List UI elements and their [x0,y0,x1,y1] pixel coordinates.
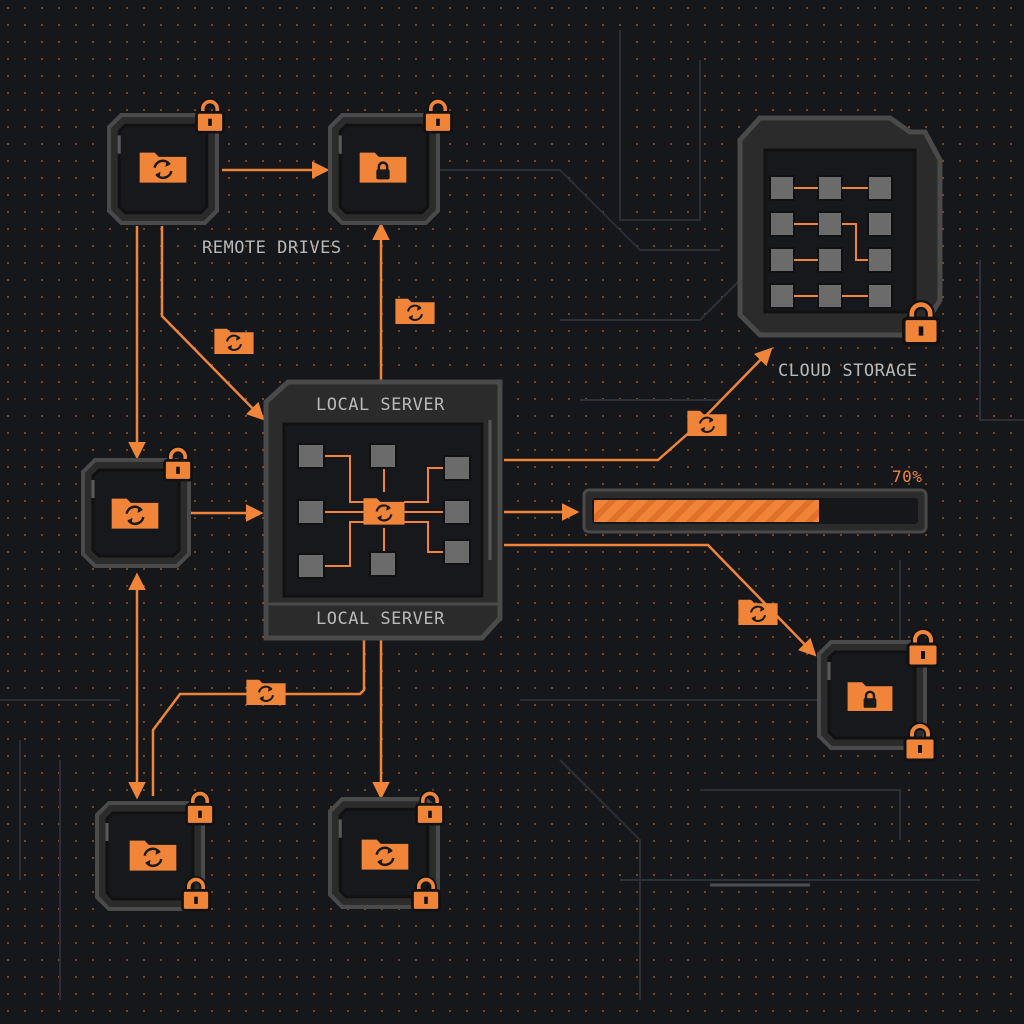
connector-server-to-cloud [504,347,773,462]
server-grid-icon [297,443,471,579]
remote-drive-node-1[interactable] [109,102,223,223]
progress-percent: 70% [892,467,923,486]
folder-lock-icon [846,680,894,713]
cloud-storage-label: CLOUD STORAGE [778,361,918,381]
folder-sync-icon [360,838,410,872]
progress-fill [594,500,819,522]
remote-drive-node-2[interactable] [330,102,451,223]
folder-sync-icon [737,598,779,627]
folder-lock-icon [358,151,408,185]
folder-sync-icon [128,839,178,873]
folder-sync-icon [394,297,436,326]
sync-progress-bar [582,488,928,534]
remote-drives-label: REMOTE DRIVES [202,238,342,258]
connector-remote1-to-server [160,226,265,421]
server-folder-icon [362,497,406,526]
folder-sync-icon [686,409,728,438]
local-server-node[interactable] [263,379,503,641]
local-server-title: LOCAL SERVER [316,395,445,415]
locked-destination-node[interactable] [819,632,938,760]
folder-sync-icon [110,497,160,531]
connector-server-to-locked-node [504,543,817,657]
folder-sync-icon [138,151,188,185]
folder-sync-icon [213,327,255,356]
cloud-storage-node[interactable] [737,115,940,344]
local-drive-node-left[interactable] [83,450,192,566]
local-server-footer: LOCAL SERVER [316,609,445,629]
local-drive-node-bottom-left[interactable] [97,794,214,911]
background-circuit-traces [0,30,1024,1000]
local-drive-node-bottom-center[interactable] [330,794,443,911]
folder-sync-icon [245,678,287,707]
